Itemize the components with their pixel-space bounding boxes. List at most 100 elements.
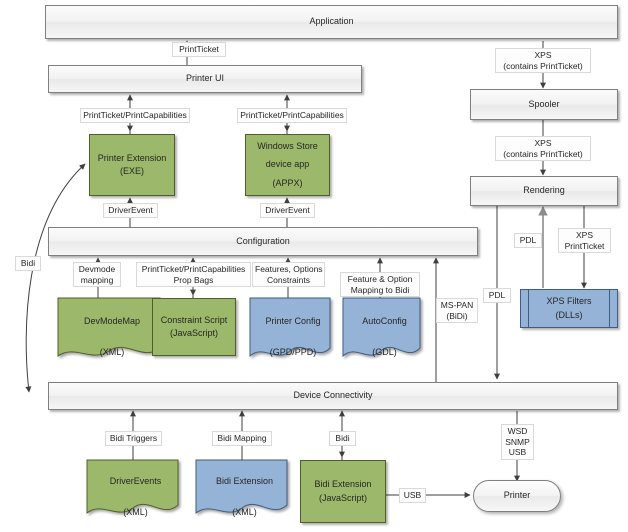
edge-label-bidi-mapping: Bidi Mapping: [212, 431, 272, 446]
node-driverevents-line2: (XML): [123, 507, 148, 517]
edge-label-prop-bags-line2: Prop Bags: [173, 274, 214, 285]
edge-label-driverevent-left: DriverEvent: [103, 203, 158, 218]
node-spooler[interactable]: Spooler: [470, 89, 618, 120]
node-application-label: Application: [309, 16, 354, 27]
node-autoconfig[interactable]: AutoConfig (GDL): [343, 298, 420, 358]
edge-label-xps-printticket: XPS PrintTicket: [558, 228, 611, 254]
edge-label-printticket-printcapabilities-prop-bags: PrintTicket/PrintCapabilities Prop Bags: [136, 262, 251, 288]
node-printer-ui-label: Printer UI: [185, 73, 224, 84]
edge-label-feature-mapping-line1: Feature & Option: [347, 274, 413, 284]
edge-label-xps-2-line1: XPS: [534, 138, 552, 148]
node-printer-config-line1: Printer Config: [265, 315, 321, 326]
edge-label-devmode-mapping: Devmode mapping: [73, 262, 121, 288]
node-windows-store-device-app-line1: Windows Store: [257, 141, 318, 152]
node-devmodemap-line1: DevModeMap: [83, 315, 141, 326]
edge-label-wsd-snmp-usb: WSD SNMP USB: [501, 424, 534, 460]
edge-label-driverevent-right-text: DriverEvent: [265, 205, 310, 215]
edge-label-bidi-right: Bidi: [329, 431, 356, 446]
edge-label-features-line2: Constraints: [267, 274, 310, 285]
edge-label-feature-mapping-line2: Mapping to Bidi: [350, 284, 410, 295]
edge-label-features-line1: Features, Options: [255, 264, 323, 274]
node-windows-store-device-app-line3: (APPX): [272, 177, 303, 188]
node-windows-store-device-app-line2: device app: [265, 159, 310, 170]
edge-label-bidi-right-text: Bidi: [335, 433, 350, 443]
edge-label-feature-option-mapping-to-bidi: Feature & Option Mapping to Bidi: [340, 272, 420, 298]
edge-label-wsd-line1: WSD: [507, 426, 528, 436]
node-configuration[interactable]: Configuration: [48, 227, 478, 256]
edge-label-pt-pc-right-text: PrintTicket/PrintCapabilities: [240, 110, 344, 120]
node-application[interactable]: Application: [45, 5, 618, 39]
node-printer[interactable]: Printer: [473, 480, 561, 512]
edge-label-printticket-printcapabilities-right: PrintTicket/PrintCapabilities: [237, 108, 347, 123]
edge-label-printticket-printcapabilities-left: PrintTicket/PrintCapabilities: [80, 108, 190, 123]
node-printer-extension-line1: Printer Extension: [97, 152, 167, 163]
edge-label-printticket-text: PrintTicket: [179, 44, 219, 54]
doc-shape-driverevents: [86, 459, 179, 515]
edge-label-xps-1-line2: (contains PrintTicket): [503, 60, 583, 71]
edge-label-pdl-right: PDL: [514, 233, 542, 248]
node-rendering[interactable]: Rendering: [470, 176, 618, 206]
edge-label-pdl-right-text: PDL: [519, 235, 537, 245]
edge-label-usb-text: USB: [403, 490, 422, 500]
node-rendering-label: Rendering: [523, 185, 565, 196]
node-bidi-extension-xml[interactable]: Bidi Extension (XML): [196, 460, 287, 517]
edge-label-bidi-triggers: Bidi Triggers: [105, 431, 162, 446]
node-bidi-extension-xml-line1: Bidi Extension: [215, 475, 274, 486]
edge-label-driverevent-right: DriverEvent: [260, 203, 315, 218]
edge-label-printticket: PrintTicket: [172, 42, 226, 57]
edge-label-ms-pan-bidi: MS-PAN (BiDi): [436, 298, 478, 324]
node-autoconfig-line2: (GDL): [372, 347, 397, 357]
node-devmodemap[interactable]: DevModeMap (XML): [58, 298, 160, 358]
node-driverevents[interactable]: DriverEvents (XML): [87, 460, 178, 517]
edge-label-pdl-left: PDL: [483, 288, 511, 303]
node-printer-config-line2: (GPD/PPD): [269, 347, 317, 357]
doc-shape-printer-config: [249, 297, 331, 358]
node-bidi-extension-javascript-line1: Bidi Extension: [314, 479, 372, 490]
node-spooler-label: Spooler: [528, 98, 560, 109]
doc-shape-autoconfig: [342, 297, 421, 358]
edge-label-bidi-left-text: Bidi: [20, 258, 36, 268]
node-constraint-script-line1: Constraint Script: [160, 314, 228, 325]
edge-label-pt-pc-left-text: PrintTicket/PrintCapabilities: [83, 110, 187, 120]
edge-label-xps-contains-printticket-2: XPS (contains PrintTicket): [495, 136, 591, 162]
node-printer-ui[interactable]: Printer UI: [48, 65, 362, 93]
node-bidi-extension-xml-line2: (XML): [232, 507, 257, 517]
edge-label-usb: USB: [399, 488, 426, 503]
node-printer-label: Printer: [503, 490, 531, 501]
node-windows-store-device-app[interactable]: Windows Store device app (APPX): [245, 134, 330, 196]
edge-label-bidi-left: Bidi: [15, 256, 41, 271]
node-xps-filters-line1: XPS Filters: [546, 296, 592, 307]
edge-label-wsd-line2: SNMP: [505, 436, 530, 447]
edge-label-features-options-constraints: Features, Options Constraints: [252, 262, 325, 288]
edge-label-prop-bags-line1: PrintTicket/PrintCapabilities: [141, 264, 246, 274]
node-constraint-script[interactable]: Constraint Script (JavaScript): [152, 298, 236, 356]
node-driverevents-line1: DriverEvents: [109, 475, 162, 486]
node-printer-extension[interactable]: Printer Extension (EXE): [89, 134, 175, 196]
node-bidi-extension-javascript-line2: (JavaScript): [318, 492, 367, 503]
node-xps-filters[interactable]: XPS Filters (DLLs): [520, 289, 618, 328]
edge-label-pdl-left-text: PDL: [488, 290, 506, 300]
edge-label-driverevent-left-text: DriverEvent: [108, 205, 153, 215]
node-printer-extension-line2: (EXE): [119, 166, 144, 176]
edge-label-bidi-mapping-text: Bidi Mapping: [217, 433, 267, 443]
node-devmodemap-line2: (XML): [99, 347, 125, 357]
edge-label-xps-2-line2: (contains PrintTicket): [503, 148, 583, 159]
node-configuration-label: Configuration: [236, 235, 290, 246]
node-autoconfig-line1: AutoConfig: [362, 315, 407, 326]
node-printer-config[interactable]: Printer Config (GPD/PPD): [250, 298, 330, 358]
edge-label-xps-printticket-line2: PrintTicket: [564, 240, 605, 251]
edge-label-ms-pan-line2: (BiDi): [446, 310, 468, 321]
edge-label-bidi-triggers-text: Bidi Triggers: [109, 433, 158, 443]
edge-label-xps-contains-printticket-1: XPS (contains PrintTicket): [495, 48, 591, 74]
edge-label-wsd-line3: USB: [508, 447, 527, 458]
edge-label-ms-pan-line1: MS-PAN: [440, 300, 474, 310]
node-xps-filters-line2: (DLLs): [555, 309, 583, 320]
node-device-connectivity[interactable]: Device Connectivity: [48, 382, 618, 410]
edge-label-devmode-mapping-line2: mapping: [80, 274, 114, 285]
doc-shape-bidi-extension-xml: [195, 459, 288, 515]
edge-label-xps-printticket-line1: XPS: [575, 230, 593, 240]
node-device-connectivity-label: Device Connectivity: [293, 390, 373, 401]
node-bidi-extension-javascript[interactable]: Bidi Extension (JavaScript): [300, 460, 386, 523]
node-constraint-script-line2: (JavaScript): [169, 328, 218, 338]
